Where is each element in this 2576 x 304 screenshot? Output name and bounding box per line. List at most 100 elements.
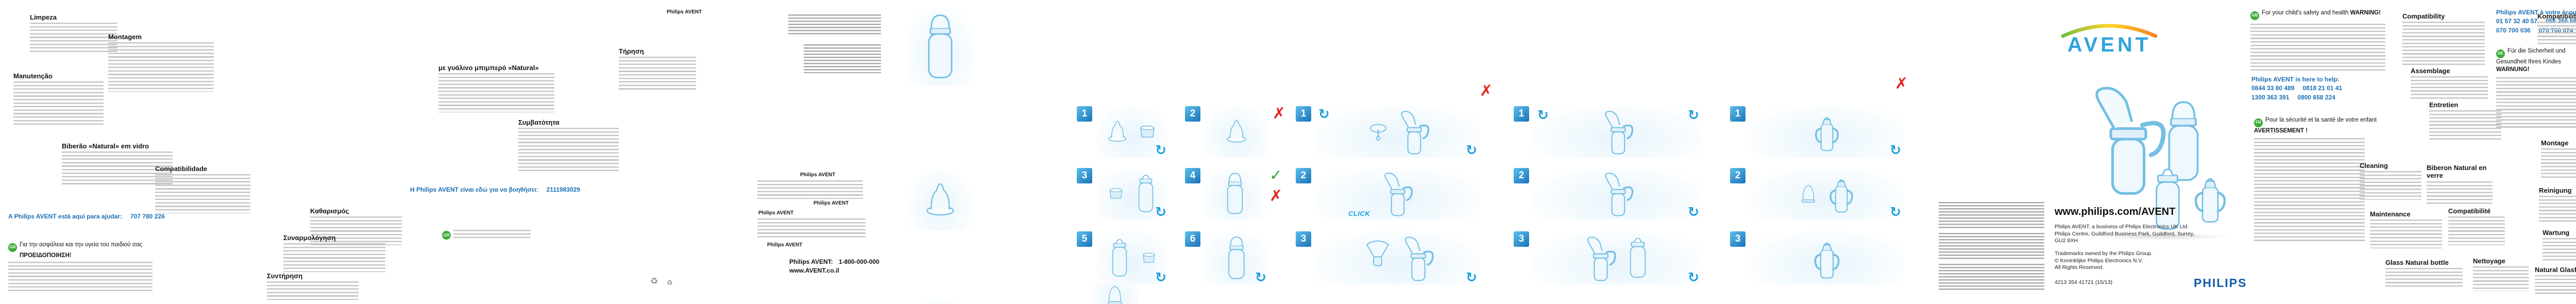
he-brand-mention: Philips AVENT (767, 242, 803, 248)
phone-number: 01 57 32 40 57 (2496, 18, 2538, 25)
text-block (2402, 22, 2485, 65)
rotate-arrow-icon: ↻ (1688, 269, 1699, 285)
step-figure: ↻ (1096, 168, 1168, 219)
step-figure: ↻ (1533, 168, 1703, 219)
fr-language-badge: FR (2254, 118, 2263, 127)
he-helpline-label: Philips AVENT: (789, 258, 833, 265)
sippy-cup-illustration (1815, 117, 1839, 151)
gr-assembly-heading: Συναρμολόγηση (283, 234, 336, 242)
gr-warning-text: Για την ασφάλεια και την υγεία του παιδι… (20, 242, 143, 248)
de-assembly-heading: Montage (2541, 139, 2569, 147)
recycle-icon: ♻ (650, 276, 658, 286)
teat-illustration (926, 183, 954, 216)
gr-compatibility-heading: Συμβατότητα (518, 119, 560, 126)
text-block (62, 151, 173, 184)
phone-number: 0818 21 01 41 (2302, 85, 2343, 92)
pt-cleaning-heading: Limpeza (30, 13, 57, 21)
step-figure: ↻ (1096, 231, 1168, 285)
en-cleaning-heading: Cleaning (2360, 162, 2388, 170)
screw-ring-part-figure (910, 299, 971, 304)
text-block (2370, 219, 2442, 248)
pt-glass-bottle-heading: Biberão «Natural» em vidro (62, 142, 149, 150)
cup-product-illustration (2188, 159, 2233, 236)
fr-warning-word: AVERTISSEMENT ! (2254, 127, 2308, 134)
he-brand-mention: Philips AVENT (814, 200, 849, 206)
address-line: Philips AVENT, a business of Philips Ele… (2055, 224, 2189, 230)
cup-step-2: 2 ↻ (1730, 168, 1904, 219)
text-block (1939, 264, 2044, 292)
text-block (438, 73, 554, 112)
gr-helpline: Η Philips AVENT είναι εδώ για να βοηθήσε… (410, 185, 580, 194)
de-maintenance-heading: Wartung (2543, 229, 2570, 237)
pump-illustration (1400, 110, 1430, 155)
he-brand-mention: Philips AVENT (758, 210, 794, 216)
cross-icon: ✗ (1480, 82, 1493, 99)
philips-wordmark: PHILIPS (2194, 276, 2247, 290)
bottle-with-cap-illustration (928, 14, 953, 78)
rotate-arrow-icon: ↻ (1155, 142, 1166, 158)
step-number: 2 (1185, 106, 1200, 122)
step-number: 1 (1514, 106, 1529, 122)
gr-helpline-phone: 2111983029 (546, 186, 581, 193)
step-number: 5 (1077, 231, 1092, 247)
he-brand-mention: Philips AVENT (800, 172, 836, 178)
text-block (2254, 138, 2365, 241)
step-figure (1205, 106, 1268, 158)
avent-swoosh (2061, 24, 2158, 38)
pt-helpline: A Philips AVENT está aqui para ajudar:70… (8, 212, 165, 221)
step-number: 1 (1730, 106, 1745, 122)
en-warning-text: For your child's safety and health (2262, 10, 2349, 16)
text-block (757, 218, 866, 239)
de-warning-text: Für die Sicherheit und Gesundheit Ihres … (2496, 48, 2566, 65)
document-code: 4213 354 41721 (15/13) (2055, 279, 2113, 285)
step-figure: ↻ (1750, 106, 1904, 158)
gr-warning-line-2: GR (442, 230, 531, 240)
text-block (788, 14, 881, 36)
sippy-cup-illustration (1814, 242, 1840, 279)
he-helpline-phone: 1-800-000-000 (839, 258, 879, 265)
en-maintenance-heading: Maintenance (2370, 210, 2411, 218)
assembly-step-4: 4 ✓ ✗ (1185, 168, 1282, 219)
rotate-arrow-icon: ↻ (1466, 142, 1477, 158)
gr-use-heading: Τήρηση (619, 47, 644, 55)
step-figure: ↻ ↻ (1315, 106, 1480, 158)
rotate-arrow-icon: ↻ (1255, 269, 1266, 285)
text-block (453, 230, 531, 240)
step-figure: CLICK (1315, 168, 1480, 219)
step-number: 2 (1296, 168, 1311, 183)
diaphragm-illustration (1369, 124, 1387, 141)
text-block (804, 44, 881, 73)
trademark-line: © Koninklijke Philips Electronics N.V. (2055, 257, 2143, 264)
click-label: CLICK (1348, 210, 1370, 217)
rotate-arrow-icon: ↻ (1318, 106, 1330, 122)
recycle-icon: ♻ (667, 279, 673, 286)
assembled-bottle-figure (907, 8, 974, 86)
gr-glass-bottle-heading: με γυάλινο μπιμπερό «Natural» (438, 64, 539, 72)
step-marks: ✓ ✗ (1269, 168, 1282, 204)
dome-cap-illustration (1802, 184, 1815, 203)
phone-number: 070 700 036 (2496, 26, 2531, 34)
text-block (2250, 24, 2385, 71)
step-number: 1 (1296, 106, 1311, 122)
text-block (2427, 181, 2493, 205)
gr-brand-mention: Philips AVENT (667, 9, 702, 15)
gb-language-badge: GB (2250, 11, 2259, 20)
rotate-arrow-icon: ↻ (1155, 204, 1166, 219)
pump-horn-illustration (1366, 240, 1389, 266)
trademark-line: Trademarks owned by the Philips Group. (2055, 250, 2153, 257)
step-figure (1750, 231, 1904, 285)
de-cleaning-heading: Reinigung (2539, 187, 2572, 194)
step-number: 1 (1077, 106, 1092, 122)
phone-number: 1300 363 391 (2251, 93, 2290, 101)
cup-step-1: 1 ↻ (1730, 106, 1904, 158)
screw-ring-illustration (920, 300, 960, 304)
phone-number: 0844 33 80 489 (2251, 85, 2295, 92)
he-helpline: Philips AVENT: 1-800-000-000 www.AVENT.c… (789, 258, 879, 275)
text-block (2541, 148, 2576, 179)
step-figure: ↻ (1096, 106, 1168, 158)
usage-step-3: 3 ↻ (1514, 231, 1703, 285)
